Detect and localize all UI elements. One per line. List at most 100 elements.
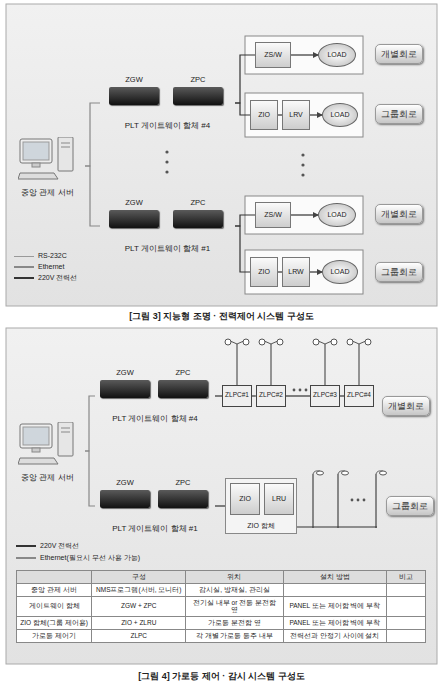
node-label: ZLPC#3 [313, 391, 337, 398]
circuit-frame [245, 36, 363, 294]
node-label: ZIO [258, 268, 270, 276]
table-cell: 각 개별 가로등 등주 내부 [186, 629, 284, 642]
legend-line-sample [14, 277, 34, 279]
device-body [173, 87, 223, 105]
node-label: ZGW [116, 369, 134, 378]
gateway-enclosure: PLT 게이트웨이 함체 #4 ZGW ZPC [95, 365, 215, 427]
node-label: ZPC [191, 199, 206, 208]
node-label: ZGW [116, 479, 134, 488]
connector-line [85, 166, 100, 226]
cell-text: 게이트웨이 함체 [29, 602, 80, 609]
connector-line [286, 395, 310, 396]
table-cell: ZLPC [92, 629, 186, 642]
table-cell: 중앙 관제 서버 [17, 583, 92, 596]
table-cell: PANEL 또는 제어함 벽에 부착 [283, 596, 386, 617]
table-row: 중앙 관제 서버NMS프로그램(서버, 모니터)감시실, 방재실, 관리실 [17, 583, 426, 596]
device-body [109, 87, 159, 105]
node-label: ZS/W [264, 211, 282, 219]
figure-caption: [그림 3] 지능형 조명 · 전력제어 시스템 구성도 [0, 310, 443, 323]
node-label: ZGW [125, 76, 143, 85]
node-label: 그룹회로 [381, 267, 417, 277]
node-label: ZLPC#1 [225, 391, 249, 398]
cell-text: ZGW + ZPC [121, 602, 157, 609]
circuit-badge: 그룹회로 [386, 496, 434, 516]
table-row: 구성위치설치 방법비고 [17, 571, 426, 584]
gateway-device: ZPC [157, 479, 209, 508]
io-module: ZIO [230, 483, 260, 515]
server-icon [18, 422, 73, 464]
figure-panel [6, 4, 437, 306]
connector-line [85, 396, 95, 451]
connector-line [291, 54, 318, 55]
figure-caption: [그림 4] 가로등 제어 · 감시 시스템 구성도 [0, 670, 443, 683]
node-label: LRU [272, 495, 286, 503]
legend-line-sample [14, 256, 34, 257]
cell-text: ZIO 함체(그룹 제어용) [20, 619, 88, 626]
node-label: LRV [289, 111, 303, 119]
node-label: ZIO [258, 111, 270, 119]
cell-text: PANEL 또는 제어함 벽에 부착 [289, 602, 380, 609]
lamp-controller: ZLPC#2 [256, 385, 286, 407]
power-wire [297, 526, 377, 527]
street-lamp [225, 339, 387, 528]
table-cell: NMS프로그램(서버, 모니터) [92, 583, 186, 596]
connector-line [215, 505, 225, 506]
gateway-device: ZGW [99, 479, 151, 508]
legend-text: Ethernet(필요시 무선 사용 가능) [40, 554, 140, 562]
node-label: LRW [288, 268, 303, 276]
node-label: PLT 게이트웨이 함체 #1 [100, 244, 235, 253]
node-label: LOAD [330, 268, 349, 276]
legend-item: RS-232C [14, 252, 67, 260]
legend-text: 220V 전력선 [40, 542, 79, 550]
node-label: ZIO [239, 495, 251, 503]
relay-module: LRU [264, 483, 294, 515]
load-cylinder: LOAD [318, 43, 356, 67]
gateway-device: ZGW [99, 369, 151, 398]
table-cell: 가로등 제어기 [17, 629, 92, 642]
node-label: ZPC [191, 76, 206, 85]
table-row: ZIO 함체(그룹 제어용)ZIO + ZLRU가로등 분전함 옆PANEL 또… [17, 617, 426, 630]
node-label: ZPC [176, 369, 191, 378]
circuit-badge: 그룹회로 [375, 104, 423, 124]
node-label: 중앙 관제 서버 [10, 188, 85, 197]
table-cell: 전기실 내부 or 전등 분전함 옆 [186, 596, 284, 617]
server-icon [18, 137, 73, 179]
connector-line [215, 395, 222, 396]
legend-line-sample [14, 266, 34, 268]
legend-item: 220V 전력선 [14, 274, 77, 282]
table-cell [386, 596, 425, 617]
gateway-device: ZGW [108, 76, 160, 105]
gateway-device: ZPC [157, 369, 209, 398]
io-module: ZIO [250, 257, 278, 287]
connector-line [291, 214, 318, 215]
load-cylinder: LOAD [322, 103, 358, 127]
ellipsis-dots [165, 150, 365, 501]
node-label: PLT 게이트웨이 함체 #1 [95, 524, 215, 533]
io-module: ZIO [250, 100, 278, 130]
legend-line-sample [16, 545, 36, 547]
connector-line [85, 103, 100, 166]
node-label: LOAD [327, 211, 346, 219]
cell-text: 구성 [132, 573, 146, 580]
table-cell: 설치 방법 [283, 571, 386, 584]
gateway-device: ZPC [172, 76, 224, 105]
device-body [100, 380, 150, 398]
node-label: 개별회로 [388, 401, 424, 411]
table-row: 게이트웨이 함체 ZGW + ZPC 전기실 내부 or 전등 분전함 옆 PANEL… [17, 596, 426, 617]
circuit-badge: 그룹회로 [375, 262, 423, 282]
cell-text: 전기실 내부 or 전등 분전함 옆 [193, 599, 276, 614]
legend-item: 220V 전력선 [16, 542, 79, 550]
server: 중앙 관제 서버 [10, 420, 85, 482]
connector-line [235, 226, 250, 272]
node-label: ZGW [125, 199, 143, 208]
cell-text: 각 개별 가로등 등주 내부 [196, 632, 273, 639]
legend-text: 220V 전력선 [38, 274, 77, 282]
connector-line [310, 114, 322, 115]
table-cell: ZIO 함체(그룹 제어용) [17, 617, 92, 630]
table-cell [386, 583, 425, 596]
node-label: PLT 게이트웨이 함체 #4 [95, 414, 215, 423]
legend-text: Ethernet [38, 263, 64, 271]
table-cell: PANEL 또는 제어함 벽에 부착 [283, 617, 386, 630]
node-label: LOAD [327, 51, 346, 59]
